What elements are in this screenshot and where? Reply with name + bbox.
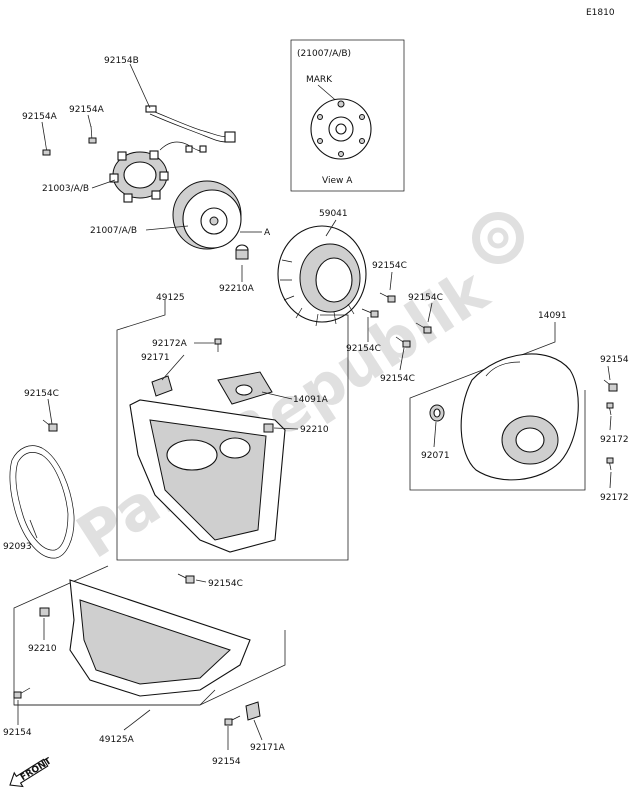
label-92154-right: 92154 [600, 355, 629, 365]
screw-92154A-left [42, 139, 51, 156]
screw-92154-lower-right [224, 715, 241, 726]
stator-assembly [42, 105, 236, 203]
grommet-92071 [429, 404, 445, 422]
rotor-view-a [310, 98, 372, 160]
label-92154A-right: 92154A [69, 105, 105, 115]
label-14091A: 14091A [293, 395, 329, 405]
cover-box-49125 [116, 300, 349, 584]
label-21007: 21007/A/B [90, 226, 137, 236]
mark-label: MARK [306, 75, 333, 85]
screw-92172-b [606, 457, 614, 471]
label-92154C-2: 92154C [408, 293, 443, 303]
screw-92154C-left [42, 419, 58, 432]
label-92154A-left: 92154A [22, 112, 58, 122]
view-box-title: (21007/A/B) [297, 49, 351, 59]
fan-housing-14091 [460, 353, 579, 481]
nut-92210A [235, 244, 249, 260]
screw-92172A [214, 338, 222, 352]
label-92172-a: 92172 [600, 435, 629, 445]
stator-wiring-harness [145, 105, 236, 153]
flywheel: A [172, 180, 271, 260]
label-92171A: 92171A [250, 743, 286, 753]
leader-lines [17, 63, 612, 750]
lower-cover-49125A [69, 579, 251, 697]
label-21003: 21003/A/B [42, 184, 89, 194]
cover-14091A [217, 371, 273, 405]
screw-92154-lower-left [13, 687, 31, 699]
label-92172-b: 92172 [600, 493, 629, 503]
label-92154C-3: 92154C [346, 344, 381, 354]
label-92154-lower-right: 92154 [212, 757, 241, 767]
label-92154C-1: 92154C [372, 261, 407, 271]
view-a-box: (21007/A/B) MARK View A [290, 39, 405, 192]
label-92172A: 92172A [152, 339, 188, 349]
label-92071: 92071 [421, 451, 450, 461]
shroud-49125 [129, 399, 286, 553]
clip-92210-lower [39, 607, 50, 617]
label-59041: 59041 [319, 209, 348, 219]
stator [109, 150, 169, 203]
label-92093: 92093 [3, 542, 32, 552]
front-label: FRONT [19, 756, 54, 783]
watermark-gear-icon [472, 212, 524, 264]
view-arrow-letter: A [264, 228, 271, 238]
view-a-caption: View A [322, 176, 353, 186]
bolt-92154C-lower [177, 573, 195, 584]
label-92210-lower: 92210 [28, 644, 57, 654]
gasket-92093 [9, 445, 75, 559]
part-labels: 92154B 92154A 92154A 21003/A/B 21007/A/B… [3, 56, 629, 767]
label-92154C-4: 92154C [380, 374, 415, 384]
label-49125A: 49125A [99, 735, 135, 745]
label-92154C-left: 92154C [24, 389, 59, 399]
screw-92154A-right [88, 125, 97, 144]
screw-92172-a [606, 402, 614, 416]
bracket-92171A [245, 701, 261, 721]
label-14091: 14091 [538, 311, 567, 321]
bolts-92154C-fan [361, 292, 432, 348]
label-92154C-lower: 92154C [208, 579, 243, 589]
label-92210A: 92210A [219, 284, 255, 294]
label-49125: 49125 [156, 293, 185, 303]
label-92154B: 92154B [104, 56, 139, 66]
lower-cover-box-49125A [13, 565, 286, 726]
front-arrow-icon: FRONT [9, 756, 54, 788]
cooling-fan-59041 [277, 225, 367, 327]
label-92210: 92210 [300, 425, 329, 435]
bolt-92154-right [603, 379, 618, 392]
diagram-code: E1810 [586, 8, 615, 18]
label-92154-lower-left: 92154 [3, 728, 32, 738]
label-92171: 92171 [141, 353, 170, 363]
clip-92210 [263, 423, 274, 433]
bracket-92171 [151, 375, 173, 397]
fan-housing-box-14091 [409, 322, 618, 491]
